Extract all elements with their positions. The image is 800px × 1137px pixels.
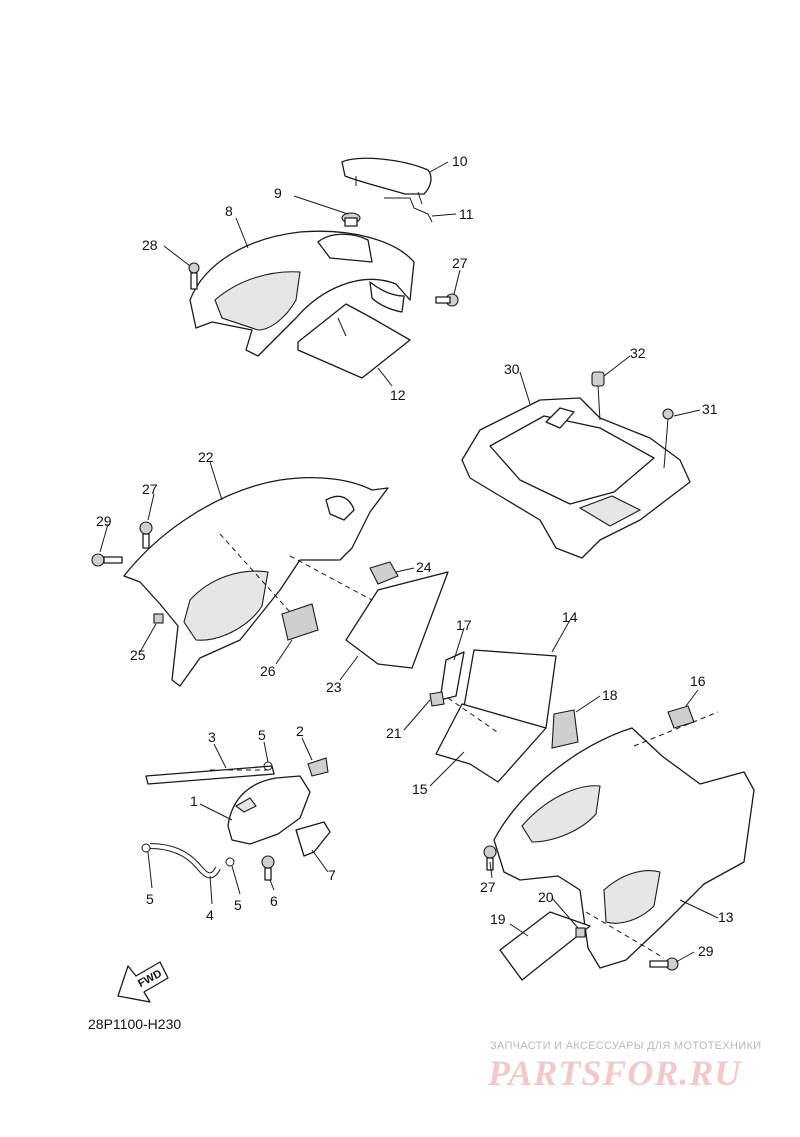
part-30-frame[interactable] xyxy=(461,397,691,559)
part-27-screw-left[interactable] xyxy=(139,521,153,549)
callout-32: 32 xyxy=(630,345,646,361)
callout-17: 17 xyxy=(456,617,472,633)
part-32-clip[interactable] xyxy=(591,371,605,421)
callout-24: 24 xyxy=(416,559,432,575)
callout-1: 1 xyxy=(190,793,198,809)
callout-6: 6 xyxy=(270,893,278,909)
callout-29-left: 29 xyxy=(96,513,112,529)
part-9-grommet[interactable] xyxy=(341,212,361,227)
callout-9: 9 xyxy=(274,185,282,201)
watermark-tagline: ЗАПЧАСТИ И АКСЕССУАРЫ ДЛЯ МОТОТЕХНИКИ xyxy=(490,1040,762,1052)
callout-15: 15 xyxy=(412,781,428,797)
part-3-rod[interactable] xyxy=(145,765,275,785)
part-2-cap[interactable] xyxy=(307,757,329,777)
callout-26: 26 xyxy=(260,663,276,679)
callout-27-left: 27 xyxy=(142,481,158,497)
callout-14: 14 xyxy=(562,609,578,625)
part-8-rear-cover[interactable] xyxy=(189,230,415,357)
callout-20: 20 xyxy=(538,889,554,905)
part-6-bolt[interactable] xyxy=(261,855,275,881)
diagram-code: 28P1100-H230 xyxy=(88,1016,182,1032)
callout-29-right: 29 xyxy=(698,943,714,959)
part-31-bolt[interactable] xyxy=(662,408,674,469)
part-23-sticker[interactable] xyxy=(345,571,449,669)
callout-27-top: 27 xyxy=(452,255,468,271)
callout-25: 25 xyxy=(130,647,146,663)
part-15-sheet[interactable] xyxy=(435,703,547,783)
callout-27-right: 27 xyxy=(480,879,496,895)
part-1-tank[interactable] xyxy=(227,775,311,845)
part-12-mat[interactable] xyxy=(297,303,411,379)
part-7-bracket[interactable] xyxy=(295,821,331,857)
callout-22: 22 xyxy=(198,449,214,465)
callout-10: 10 xyxy=(452,153,468,169)
part-27-screw-top[interactable] xyxy=(435,293,459,307)
watermark-brand: PARTSFOR.RU xyxy=(488,1053,742,1093)
callout-5-top: 5 xyxy=(258,727,266,743)
callout-23: 23 xyxy=(326,679,342,695)
callout-19: 19 xyxy=(490,911,506,927)
part-5-clamp-a[interactable] xyxy=(141,843,151,853)
part-25-nut[interactable] xyxy=(153,613,164,624)
forward-arrow-icon: FWD xyxy=(117,961,169,1003)
part-29-screw-right[interactable] xyxy=(649,957,679,971)
part-27-screw-right[interactable] xyxy=(483,845,497,871)
callout-12: 12 xyxy=(390,387,406,403)
part-5-clamp-b[interactable] xyxy=(225,857,235,867)
part-24-pad[interactable] xyxy=(369,561,399,585)
part-16-pad[interactable] xyxy=(667,705,695,729)
part-19-sticker[interactable] xyxy=(499,911,591,981)
part-22-left-cover[interactable] xyxy=(123,476,389,687)
callout-21: 21 xyxy=(386,725,402,741)
callout-18: 18 xyxy=(602,687,618,703)
part-13-right-cover[interactable] xyxy=(493,727,755,969)
part-26-pad[interactable] xyxy=(281,603,319,641)
callout-8: 8 xyxy=(225,203,233,219)
callout-5-right: 5 xyxy=(234,897,242,913)
callout-28: 28 xyxy=(142,237,158,253)
part-20-nut[interactable] xyxy=(575,927,586,938)
part-29-screw-left[interactable] xyxy=(91,553,123,567)
callout-5-left: 5 xyxy=(146,891,154,907)
callout-31: 31 xyxy=(702,401,718,417)
part-4-hose[interactable] xyxy=(149,843,221,879)
part-28-screw[interactable] xyxy=(188,262,200,290)
part-10-cap[interactable] xyxy=(341,157,432,205)
callout-4: 4 xyxy=(206,907,214,923)
callout-11: 11 xyxy=(459,206,474,222)
callout-7: 7 xyxy=(328,867,336,883)
callout-16: 16 xyxy=(690,673,706,689)
part-21-pad[interactable] xyxy=(429,691,445,707)
callout-2: 2 xyxy=(296,723,304,739)
callout-3: 3 xyxy=(208,729,216,745)
part-18-pad[interactable] xyxy=(551,709,579,749)
callout-13: 13 xyxy=(718,909,734,925)
leader-lines xyxy=(99,161,719,963)
part-17-sticker[interactable] xyxy=(439,651,465,701)
callout-30: 30 xyxy=(504,361,520,377)
part-11-spring[interactable] xyxy=(384,197,433,223)
